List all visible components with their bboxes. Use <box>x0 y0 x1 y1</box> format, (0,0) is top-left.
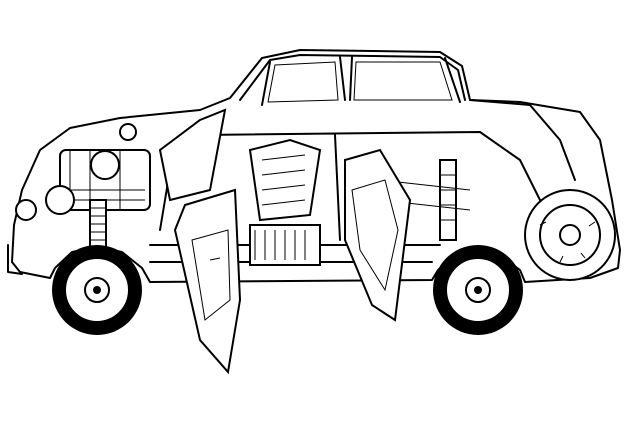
boot-lid <box>469 99 576 181</box>
spare-tire <box>524 189 616 281</box>
roof-frame <box>239 54 466 106</box>
front-wheel <box>52 245 142 335</box>
front-door-detail <box>191 229 231 321</box>
rear-door-open <box>344 148 412 322</box>
rear-suspension <box>379 159 471 241</box>
front-suspension <box>45 185 107 251</box>
seats <box>158 108 322 222</box>
rear-wheel <box>433 245 523 335</box>
front-bumper <box>7 244 23 275</box>
floor-pan-box <box>249 224 321 266</box>
window-glass <box>267 61 453 103</box>
headlight <box>15 199 37 221</box>
rear-door-detail <box>351 179 399 292</box>
front-door-open <box>173 188 242 375</box>
